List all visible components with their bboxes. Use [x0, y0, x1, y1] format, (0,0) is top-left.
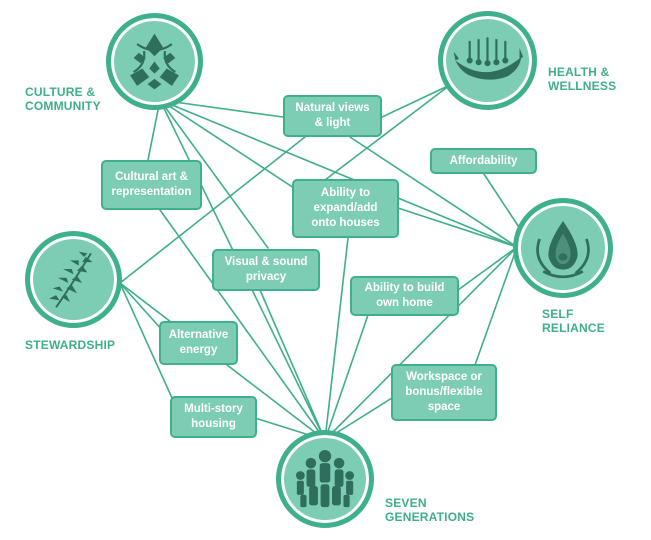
factor-line: Affordability [449, 154, 518, 167]
hub-label-line: WELLNESS [548, 79, 617, 93]
hub-self-reliance [513, 198, 613, 298]
link-stewardship-multistory [119, 282, 173, 399]
factor-line: housing [191, 418, 236, 430]
factor-affordability: Affordability [430, 148, 537, 174]
link-expand-self-reliance [397, 207, 518, 248]
link-natural-views-self-reliance [349, 136, 518, 248]
factor-line: expand/add [313, 202, 378, 214]
link-self-reliance-workspace [474, 246, 518, 366]
hub-label-line: HEALTH & [548, 65, 610, 79]
star-weave-icon [130, 33, 179, 90]
hub-health-wellness [438, 11, 537, 110]
hub-seven-generations [276, 430, 374, 528]
factor-line: Alternative [168, 329, 229, 341]
factor-line: Multi-story [184, 403, 243, 415]
factor-line: Ability to build [364, 282, 445, 294]
factor-line: own home [376, 297, 433, 309]
factor-alternative-energy: Alternative energy [159, 321, 238, 365]
factor-line: privacy [245, 271, 287, 283]
family-group-icon [295, 449, 355, 508]
hub-label-line: GENERATIONS [385, 510, 475, 524]
link-self-reliance-seven-generations [324, 246, 518, 441]
factor-line: Visual & sound [224, 256, 308, 268]
factor-expand-add: Ability to expand/add onto houses [292, 179, 399, 238]
link-natural-views-stewardship [119, 136, 306, 284]
factor-line: Workspace or [406, 371, 482, 383]
hub-label-culture-community: CULTURE & COMMUNITY [25, 85, 101, 113]
link-cultural-art-seven-generations [159, 209, 326, 441]
hub-label-line: STEWARDSHIP [25, 338, 116, 352]
hub-label-self-reliance: SELF RELIANCE [542, 307, 605, 335]
factor-visual-sound-privacy: Visual & sound privacy [212, 249, 320, 291]
factor-line: bonus/flexible [405, 386, 483, 398]
link-health-expand [324, 84, 451, 181]
factor-line: representation [111, 186, 192, 198]
hub-label-health-wellness: HEALTH & WELLNESS [548, 65, 616, 93]
cedar-branch-icon [49, 251, 93, 308]
factor-line: space [427, 401, 461, 413]
hub-label-seven-generations: SEVEN GENERATIONS [385, 496, 474, 524]
hub-label-line: CULTURE & [25, 85, 96, 99]
factor-line: onto houses [311, 217, 380, 229]
hub-label-line: RELIANCE [542, 321, 605, 335]
factor-multi-story-housing: Multi-story housing [170, 396, 257, 438]
factor-workspace-flexible: Workspace or bonus/flexible space [391, 364, 497, 421]
hub-label-line: SELF [542, 307, 574, 321]
link-culture-natural-views [159, 99, 291, 119]
factor-build-own-home: Ability to build own home [350, 276, 459, 316]
factor-line: energy [179, 344, 218, 356]
hub-label-line: COMMUNITY [25, 99, 101, 113]
link-culture-cultural-art [147, 99, 161, 161]
factor-line: Natural views [295, 102, 370, 114]
factor-natural-views-light: Natural views & light [283, 95, 382, 137]
factor-line: Ability to [320, 187, 371, 199]
hub-culture-community [106, 13, 203, 110]
water-drop-icon [536, 221, 590, 279]
link-health-natural-views [379, 84, 451, 119]
factor-cultural-art: Cultural art & representation [101, 160, 202, 210]
link-self-reliance-build-own [457, 246, 518, 291]
hub-stewardship [25, 231, 122, 328]
canoe-icon [453, 37, 524, 80]
factor-line: Cultural art & [115, 171, 188, 183]
factor-line: & light [314, 117, 351, 129]
hub-label-line: SEVEN [385, 496, 427, 510]
link-culture-self-reliance [159, 99, 518, 248]
link-privacy-seven-generations [259, 289, 326, 441]
link-culture-privacy [159, 99, 269, 249]
hub-label-stewardship: STEWARDSHIP [25, 338, 115, 352]
link-build-own-seven-generations [324, 314, 369, 441]
link-stewardship-alt-energy [119, 282, 163, 331]
link-culture-expand [159, 99, 298, 191]
link-expand-seven-generations [324, 237, 349, 441]
